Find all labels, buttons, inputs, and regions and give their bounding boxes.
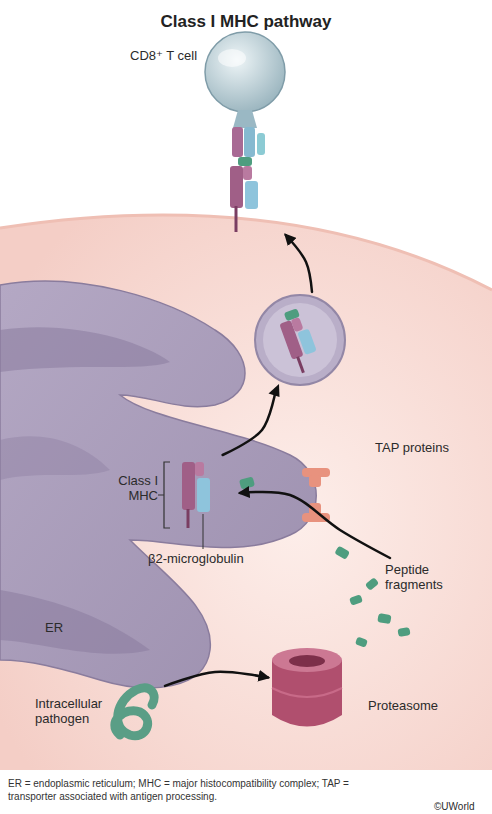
labelled-structure: ER Class I MHC xyxy=(0,265,330,705)
tap-subunit xyxy=(309,503,321,515)
er-lumen-fold xyxy=(0,327,170,372)
proteasome-pore xyxy=(289,655,325,667)
vesicle-lumen xyxy=(263,303,337,377)
mhc-domain xyxy=(243,166,252,180)
peptide-in-er xyxy=(239,476,255,489)
structure-label: TAP proteins xyxy=(375,440,470,455)
diagram-title: Class I MHC pathway xyxy=(0,12,492,32)
mhc-tail xyxy=(187,509,190,528)
tcr-alpha-chain xyxy=(232,127,243,157)
proteasome-rim xyxy=(272,648,342,672)
labelled-structure: Intracellular pathogen xyxy=(35,668,165,740)
mhc-tail xyxy=(298,357,304,373)
er-lumen-fold xyxy=(0,590,150,654)
peptide-fragment xyxy=(397,627,410,637)
er-lumen-fold xyxy=(0,436,110,480)
vesicle-mhc xyxy=(276,307,322,375)
t-cell-body xyxy=(205,32,285,112)
presented-peptide xyxy=(238,157,252,166)
labelled-structure: CD8⁺ T cell xyxy=(125,40,300,235)
pathogen-squiggle xyxy=(115,688,154,736)
b2-microglobulin xyxy=(197,478,210,512)
tap-subunit xyxy=(309,475,321,487)
proteasome-ring xyxy=(272,688,342,697)
peptide-fragment xyxy=(355,637,368,648)
mhc-heavy-chain xyxy=(230,166,243,208)
bracket xyxy=(158,462,170,528)
tcr-beta-chain xyxy=(244,127,255,157)
cell-cytoplasm xyxy=(0,215,492,770)
structure-label: Class I MHC xyxy=(100,473,158,503)
pathway-arrow xyxy=(223,235,312,455)
b2-microglobulin xyxy=(245,181,258,209)
pathway-arrow xyxy=(240,492,390,558)
structure-label: CD8⁺ T cell xyxy=(130,48,215,63)
t-cell-highlight xyxy=(218,49,246,67)
peptide-fragment xyxy=(334,546,350,560)
cell-membrane xyxy=(0,215,492,290)
tap-transporter xyxy=(302,468,330,522)
structure-label: ER xyxy=(45,620,85,635)
b2-microglobulin xyxy=(297,328,316,355)
part-label: β2-microglobulin xyxy=(148,551,244,566)
peptide-fragments xyxy=(334,546,410,648)
mhc-tail xyxy=(235,206,238,232)
tcr-stem xyxy=(233,110,257,128)
pathway-arrow xyxy=(165,672,268,686)
mhc-domain xyxy=(291,317,304,332)
labelled-structure: TAP proteins xyxy=(280,435,470,525)
mhc-domain xyxy=(195,462,204,476)
abbreviation-caption: ER = endoplasmic reticulum; MHC = major … xyxy=(8,777,400,803)
arrowhead xyxy=(269,384,280,397)
peptide-fragment xyxy=(365,577,379,591)
structure-label: Intracellular pathogen xyxy=(35,696,113,726)
labelled-structure: Peptide fragments xyxy=(385,558,470,600)
labelled-structure: Proteasome xyxy=(268,640,458,735)
transport-vesicle xyxy=(255,295,345,385)
cd8-coreceptor xyxy=(257,133,265,155)
mhc-heavy-chain xyxy=(182,462,195,510)
peptide-fragment xyxy=(377,613,391,624)
labelled-structure: Class I MHC xyxy=(95,455,240,525)
leader-line xyxy=(203,514,204,549)
peptide-fragment xyxy=(349,594,363,606)
copyright-label: ©UWorld xyxy=(434,799,475,814)
structure-label: Peptide fragments xyxy=(385,562,470,592)
structure-label: Proteasome xyxy=(368,698,456,713)
